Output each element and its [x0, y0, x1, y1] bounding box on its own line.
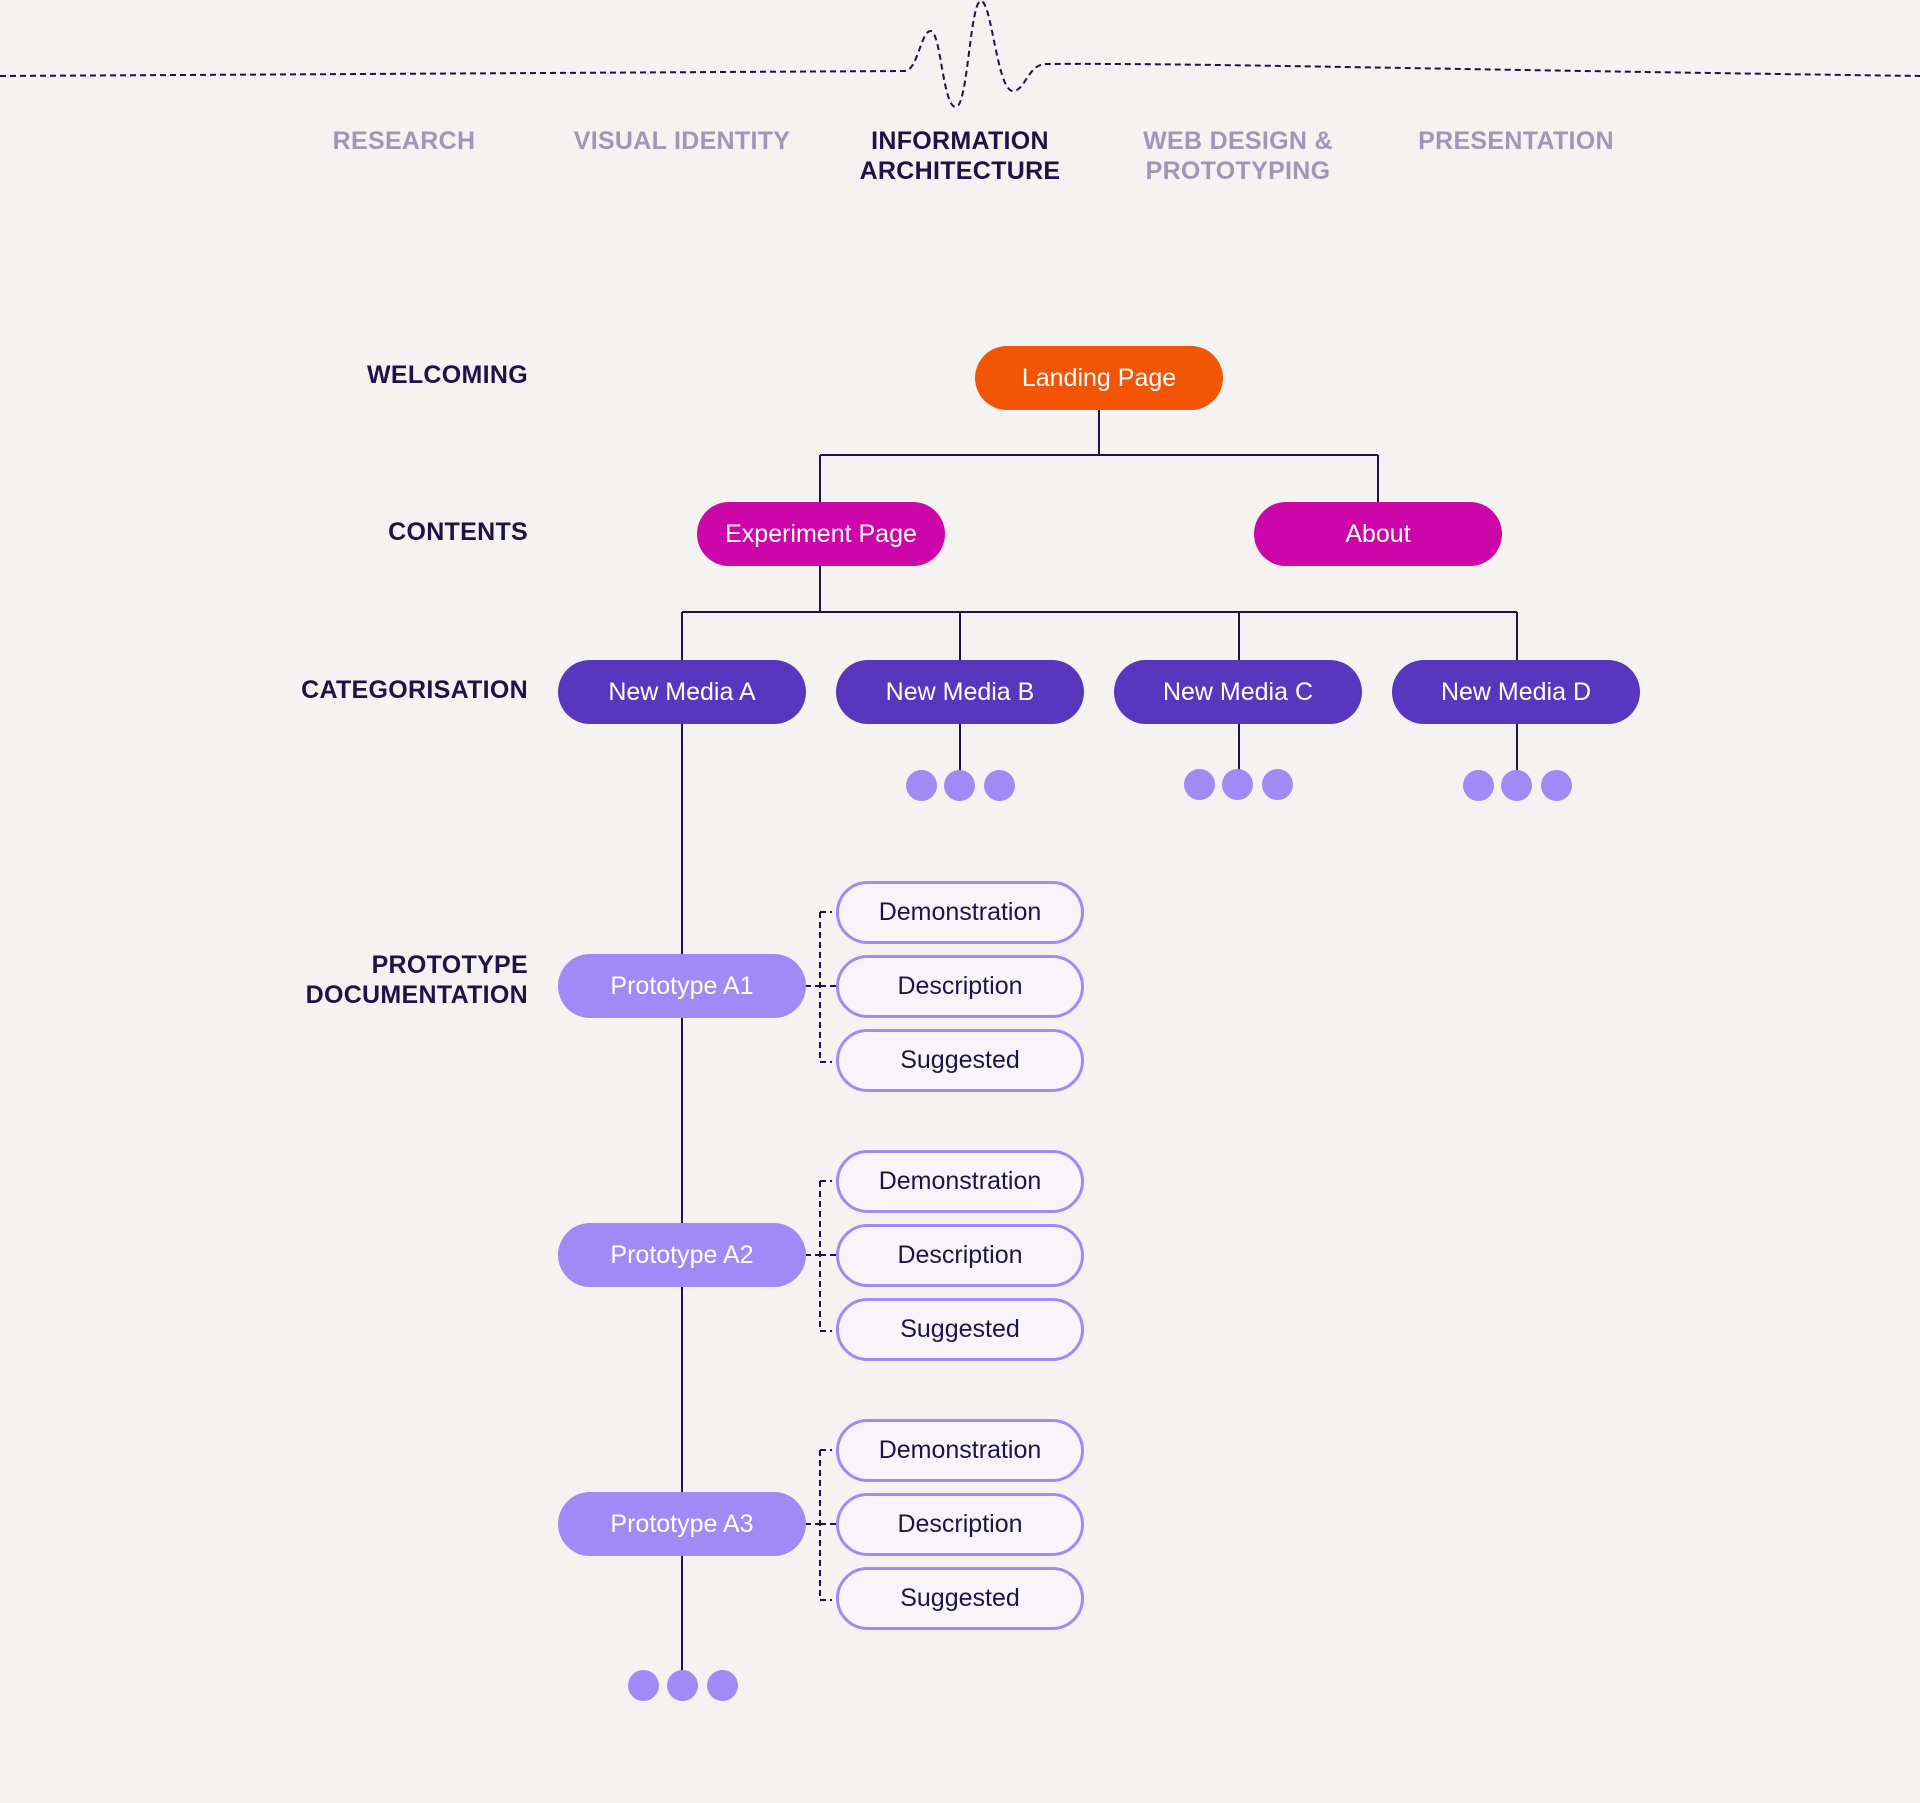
more-dot [667, 1670, 698, 1701]
node-prototype-a3[interactable]: Prototype A3 [558, 1492, 806, 1556]
more-dot [1501, 770, 1532, 801]
node-new-media-d[interactable]: New Media D [1392, 660, 1640, 724]
step-web-design-prototyping[interactable]: WEB DESIGN & PROTOTYPING [1143, 127, 1333, 185]
node-demonstration[interactable]: Demonstration [836, 1150, 1084, 1213]
more-dot [1463, 770, 1494, 801]
node-description[interactable]: Description [836, 955, 1084, 1018]
more-dot [906, 770, 937, 801]
level-label-categorisation: CATEGORISATION [301, 676, 528, 704]
step-visual-identity[interactable]: VISUAL IDENTITY [573, 127, 791, 155]
node-suggested[interactable]: Suggested [836, 1567, 1084, 1630]
node-demonstration[interactable]: Demonstration [836, 881, 1084, 944]
step-research[interactable]: RESEARCH [332, 127, 476, 155]
more-dot [628, 1670, 659, 1701]
node-description[interactable]: Description [836, 1224, 1084, 1287]
node-landing-page[interactable]: Landing Page [975, 346, 1223, 410]
node-suggested[interactable]: Suggested [836, 1029, 1084, 1092]
node-new-media-b[interactable]: New Media B [836, 660, 1084, 724]
more-dot [984, 770, 1015, 801]
tree-lines [681, 410, 1518, 1688]
level-label-welcoming: WELCOMING [366, 361, 528, 389]
node-new-media-a[interactable]: New Media A [558, 660, 806, 724]
more-dot [1222, 769, 1253, 800]
level-label-contents: CONTENTS [388, 518, 528, 546]
dashed-branch-lines [805, 911, 836, 1601]
more-dot [1184, 769, 1215, 800]
step-presentation[interactable]: PRESENTATION [1418, 127, 1614, 155]
node-experiment-page[interactable]: Experiment Page [697, 502, 945, 566]
timeline-wave [0, 0, 1920, 109]
node-about[interactable]: About [1254, 502, 1502, 566]
node-demonstration[interactable]: Demonstration [836, 1419, 1084, 1482]
node-description[interactable]: Description [836, 1493, 1084, 1556]
more-dot [1262, 769, 1293, 800]
step-information-architecture[interactable]: INFORMATION ARCHITECTURE [859, 127, 1061, 185]
level-label-prototype-documentation: PROTOTYPE DOCUMENTATION [305, 951, 528, 1009]
more-dot [707, 1670, 738, 1701]
more-dot [1541, 770, 1572, 801]
more-dot [944, 770, 975, 801]
node-prototype-a2[interactable]: Prototype A2 [558, 1223, 806, 1287]
node-prototype-a1[interactable]: Prototype A1 [558, 954, 806, 1018]
node-new-media-c[interactable]: New Media C [1114, 660, 1362, 724]
node-suggested[interactable]: Suggested [836, 1298, 1084, 1361]
